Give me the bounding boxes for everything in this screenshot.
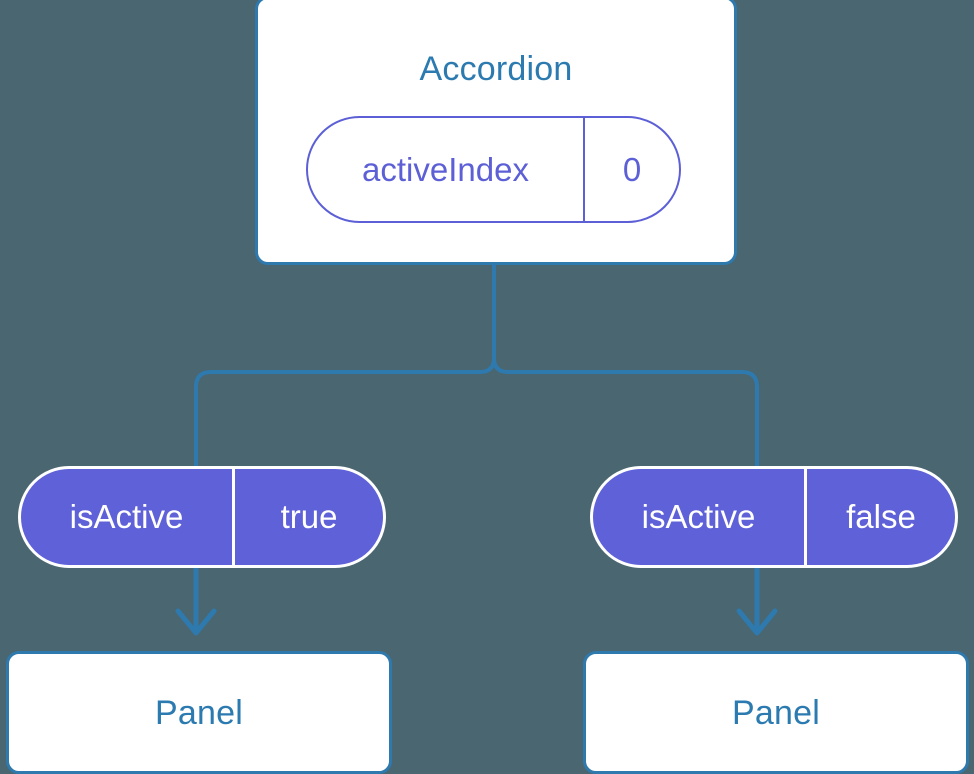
state-value-active-index: 0 [583, 118, 679, 221]
panel-component-box-left[interactable]: Panel [6, 651, 392, 774]
state-key-active-index: activeIndex [362, 150, 529, 188]
prop-pill-is-active-left[interactable]: isActive true [18, 466, 386, 568]
prop-value-is-active-left: true [232, 469, 383, 565]
prop-value-is-active-right: false [804, 469, 955, 565]
tree-fork-connector [492, 263, 759, 468]
panel-title-left: Panel [155, 694, 243, 732]
accordion-title: Accordion [419, 50, 573, 88]
prop-pill-is-active-right[interactable]: isActive false [590, 466, 958, 568]
prop-key-is-active-right: isActive [641, 498, 756, 535]
arrow-left-prop-to-panel [175, 568, 217, 636]
arrow-right-prop-to-panel [736, 568, 778, 636]
panel-component-box-right[interactable]: Panel [583, 651, 969, 774]
tree-fork-connector-left [194, 356, 496, 468]
state-pill-active-index[interactable]: activeIndex 0 [306, 116, 681, 223]
prop-key-is-active-left: isActive [69, 498, 184, 535]
panel-title-right: Panel [732, 694, 820, 732]
